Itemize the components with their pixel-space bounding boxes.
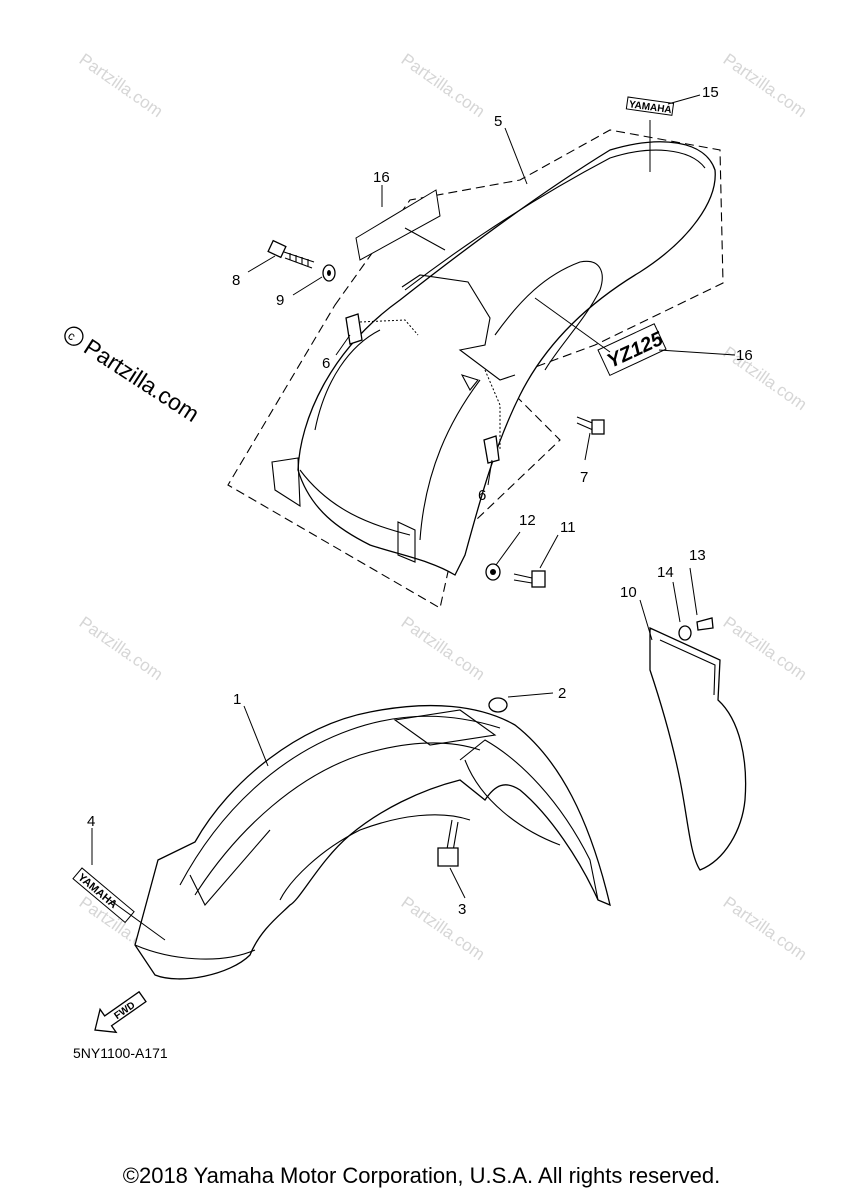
front-fender-flap-edge (464, 759, 561, 846)
front-fender (134, 697, 611, 980)
watermark-text: Partzilla.com (720, 50, 811, 121)
rear-fender-top-edge (404, 149, 706, 291)
callout-11: 11 (560, 519, 576, 536)
callout-6-upper: 6 (322, 355, 330, 372)
callout-16-upper: 16 (373, 169, 390, 186)
callout-14: 14 (657, 564, 674, 581)
rear-fender-lower-edge (299, 469, 411, 536)
watermark-text: Partzilla.com (720, 343, 811, 414)
mount-guide-upper (359, 319, 419, 336)
watermark-text: Partzilla.com (398, 50, 489, 121)
callout-10: 10 (620, 584, 637, 601)
clip-nut-lower (483, 435, 500, 464)
bolt-7 (576, 416, 605, 435)
washer-14 (678, 625, 692, 641)
rear-fender (227, 129, 724, 609)
callout-6-lower: 6 (478, 487, 486, 504)
side-model-decal: YZ125 (597, 323, 667, 377)
front-fender-body (134, 704, 611, 980)
mud-flap-mount-plate (659, 639, 716, 696)
bolt-11 (513, 570, 546, 588)
front-fender-inner-groove (189, 829, 271, 906)
callout-12: 12 (519, 512, 536, 529)
mud-flap (649, 617, 747, 871)
clip-nut-upper (345, 313, 363, 345)
mud-flap-body (649, 626, 747, 871)
copyright-notice: ©2018 Yamaha Motor Corporation, U.S.A. A… (122, 1163, 721, 1188)
rear-fender-vent (460, 374, 479, 391)
front-fender-mount-plate (393, 709, 497, 746)
rear-fender-body (297, 141, 716, 576)
collar-12 (485, 563, 501, 581)
callout-1: 1 (233, 691, 241, 708)
callout-5: 5 (494, 113, 502, 130)
watermark-text: Partzilla.com (76, 50, 167, 121)
watermark-text: Partzilla.com (76, 613, 167, 684)
callout-8: 8 (232, 272, 240, 289)
diagram-code: 5NY1100-A171 (73, 1045, 168, 1061)
copyright-circle-icon (64, 326, 84, 346)
bolt-3 (437, 819, 459, 867)
front-fender-rear-flap (459, 739, 599, 901)
rear-fender-inner-curve (419, 379, 481, 541)
callout-9: 9 (276, 292, 284, 309)
rear-logo-decal: YAMAHA (625, 96, 675, 116)
watermark-text: Partzilla.com (398, 893, 489, 964)
callouts: 5 15 16 8 9 6 16 7 6 12 11 13 14 10 1 2 … (87, 84, 753, 918)
callout-7: 7 (580, 469, 588, 486)
screw-13 (696, 617, 714, 631)
rear-fender-bracket-left (271, 457, 301, 508)
rear-fender-bracket-bottom (397, 521, 416, 563)
front-fender-top-rib (179, 715, 501, 886)
rear-fender-assembly-outline (227, 129, 724, 609)
rear-fender-side-panel (314, 329, 381, 431)
rear-fender-air-intake (401, 274, 516, 381)
callout-3: 3 (458, 901, 466, 918)
forward-arrow-icon: FWD (94, 990, 147, 1034)
washer-9 (322, 264, 336, 282)
leader-lines (91, 94, 736, 941)
side-decal-blank (355, 189, 441, 261)
callout-13: 13 (689, 547, 706, 564)
callout-4: 4 (87, 813, 95, 830)
watermark-text: Partzilla.com (720, 613, 811, 684)
front-fender-lower-rib (279, 814, 471, 901)
bolt-8 (267, 239, 315, 269)
main-watermark: c Partzilla.com (64, 326, 204, 427)
callout-2: 2 (558, 685, 566, 702)
watermark-text: Partzilla.com (398, 613, 489, 684)
mount-guide-lower (484, 369, 501, 450)
main-watermark-text: Partzilla.com (79, 333, 204, 427)
watermark-text: Partzilla.com (720, 893, 811, 964)
nut-2 (488, 697, 508, 713)
front-fender-middle-rib (194, 742, 481, 896)
rear-fender-inner-rib (494, 260, 603, 371)
callout-15: 15 (702, 84, 719, 101)
front-fender-tip (134, 944, 256, 960)
callout-16-side: 16 (736, 347, 753, 364)
